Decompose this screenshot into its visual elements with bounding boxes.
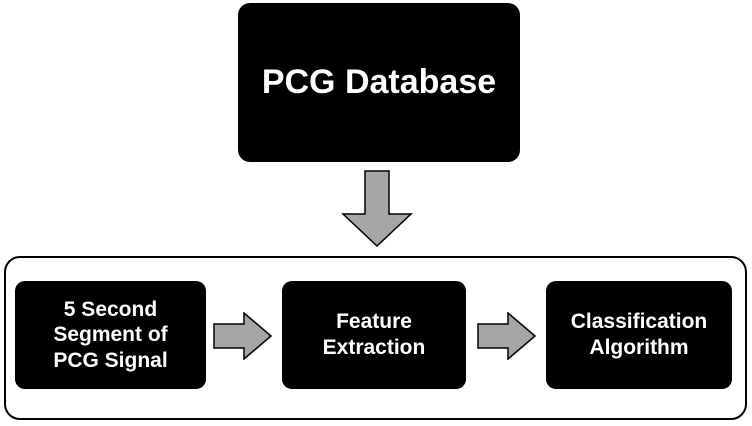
right-arrow-1 [213,312,273,360]
feature-extraction-label: Feature Extraction [322,310,426,359]
down-arrow [341,170,413,248]
pipeline-container [4,256,747,420]
classification-algorithm-node: Classification Algorithm [546,281,732,389]
feature-extraction-node: Feature Extraction [282,281,466,389]
right-arrow-2 [477,312,537,360]
classification-algorithm-label: Classification Algorithm [570,310,708,359]
pcg-database-label: PCG Database [261,62,497,101]
pcg-segment-label: 5 Second Segment of PCG Signal [53,297,168,372]
pcg-segment-node: 5 Second Segment of PCG Signal [15,281,206,389]
pcg-database-node: PCG Database [238,3,520,162]
